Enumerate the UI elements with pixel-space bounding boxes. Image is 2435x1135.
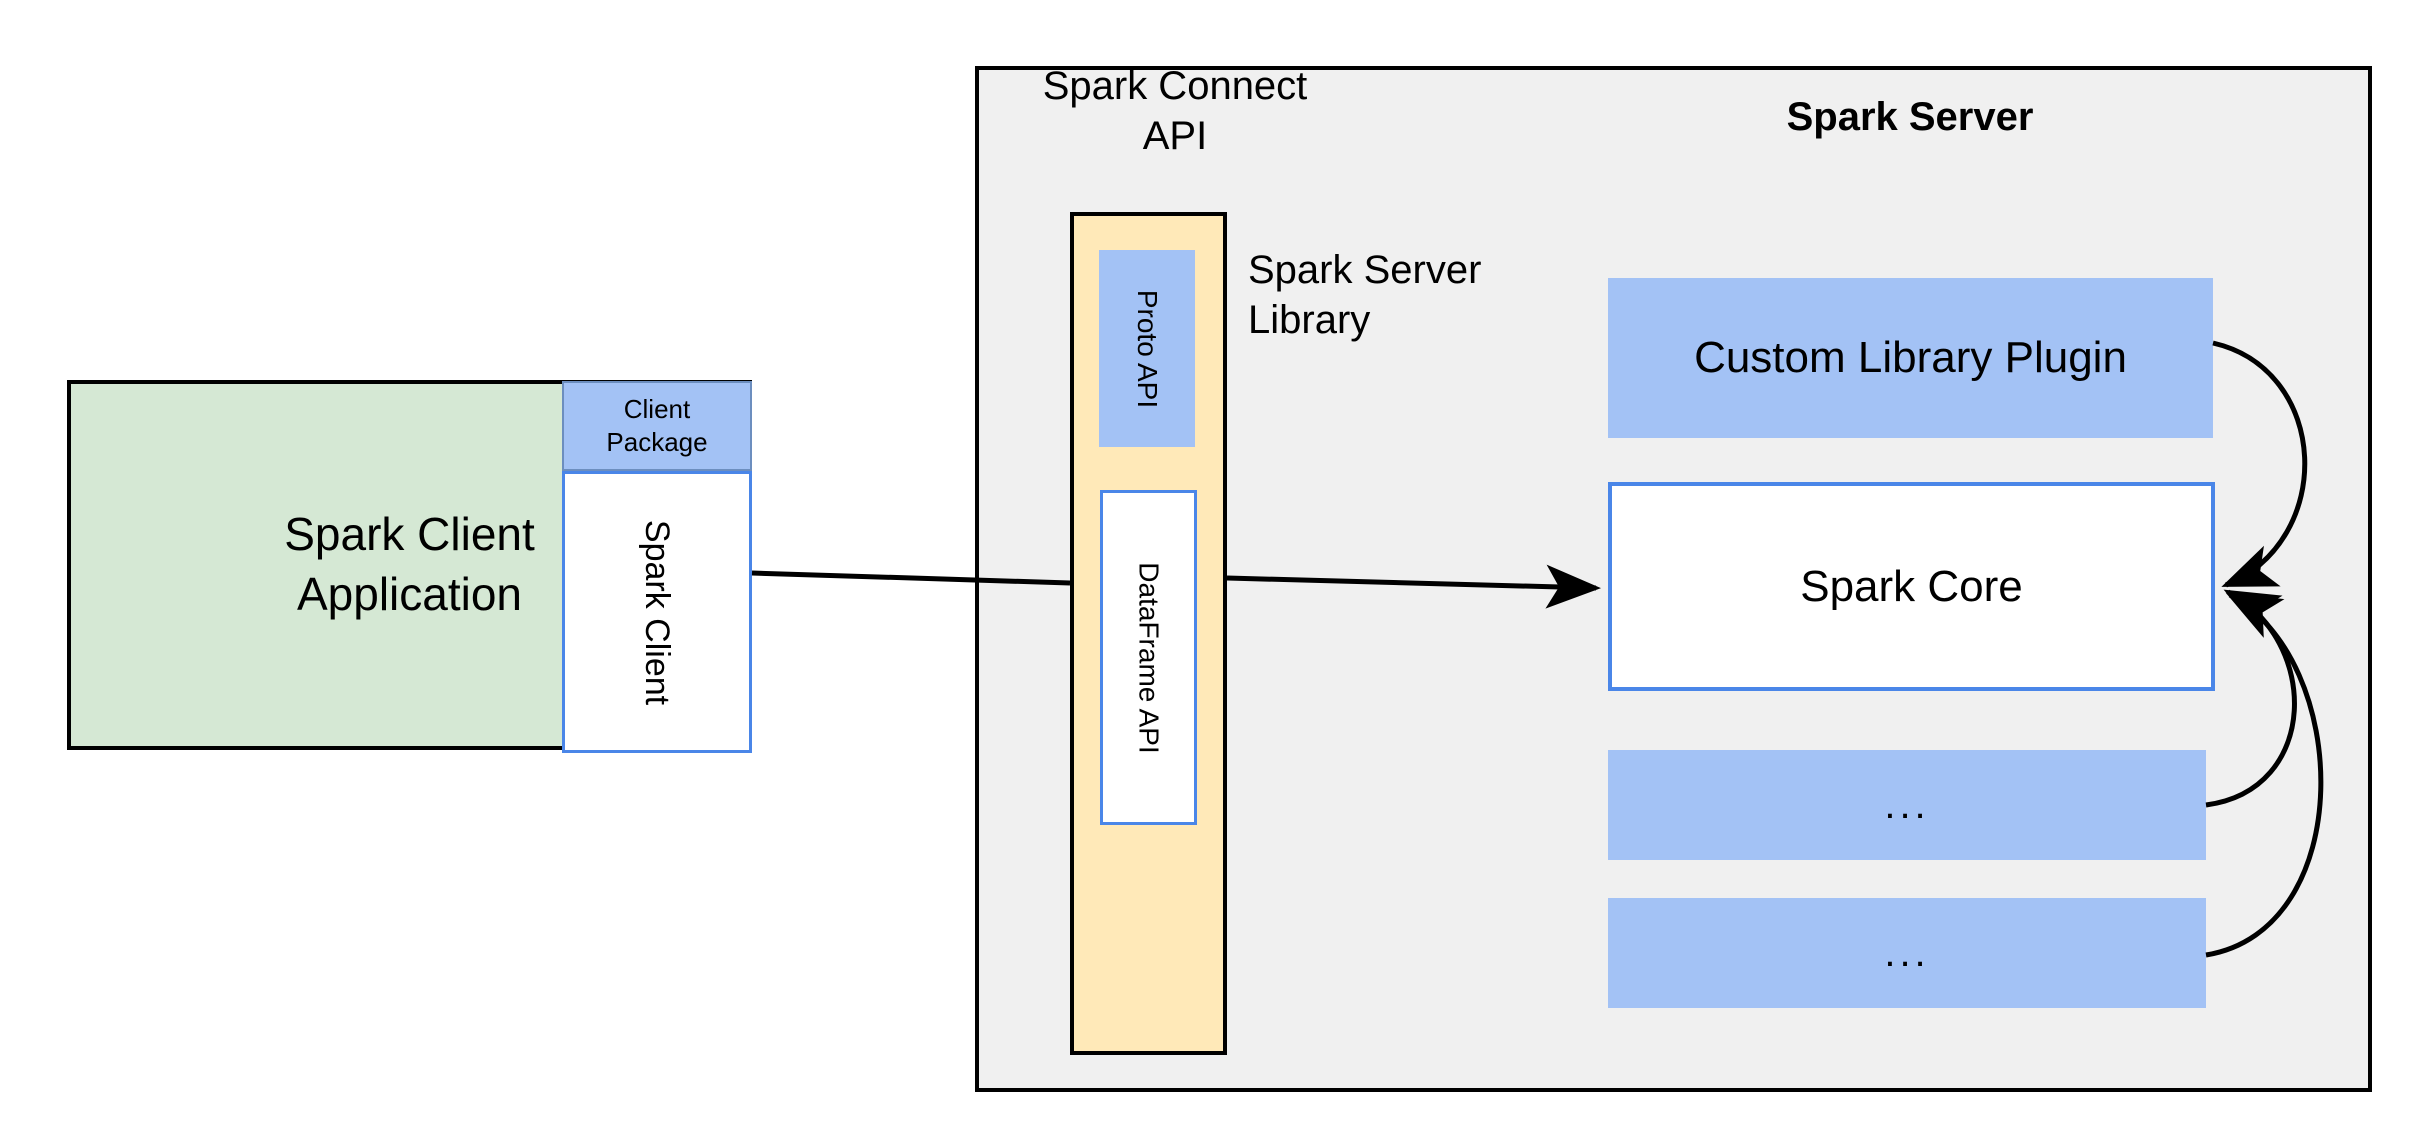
proto-api-label: Proto API [1132,289,1164,408]
spark-core-box[interactable]: Spark Core [1608,482,2215,691]
dataframe-api-box[interactable]: DataFrame API [1100,490,1197,825]
ellipsis-box-1-label: ... [1884,782,1930,827]
client-package-box[interactable]: Client Package [562,381,752,471]
spark-connect-api-label-line2: API [1142,114,1208,158]
spark-client-application-label-line2: Application [296,568,523,620]
spark-server-library-label-line1: Spark Server [1248,248,1482,292]
spark-client-label: Spark Client [638,519,677,705]
client-package-label-line2: Package [606,427,708,457]
spark-client-box[interactable]: Spark Client [562,471,752,753]
dataframe-api-label: DataFrame API [1133,561,1165,754]
proto-api-box[interactable]: Proto API [1099,250,1195,447]
spark-core-label: Spark Core [1800,561,2023,611]
client-package-label-line1: Client [623,393,691,424]
ellipsis-box-1[interactable]: ... [1608,750,2206,860]
spark-connect-api-label-line1: Spark Connect [1042,64,1308,108]
custom-library-plugin-box[interactable]: Custom Library Plugin [1608,278,2213,438]
ellipsis-box-2-label: ... [1884,930,1930,975]
ellipsis-box-2[interactable]: ... [1608,898,2206,1008]
spark-connect-api-label: Spark Connect API [1010,56,1340,166]
spark-server-title: Spark Server [1786,94,2034,139]
spark-server-library-label: Spark Server Library [1248,240,1548,350]
spark-server-library-label-line2: Library [1248,298,1371,342]
spark-client-application-label-line1: Spark Client [284,508,535,561]
custom-library-plugin-label: Custom Library Plugin [1694,333,2127,382]
